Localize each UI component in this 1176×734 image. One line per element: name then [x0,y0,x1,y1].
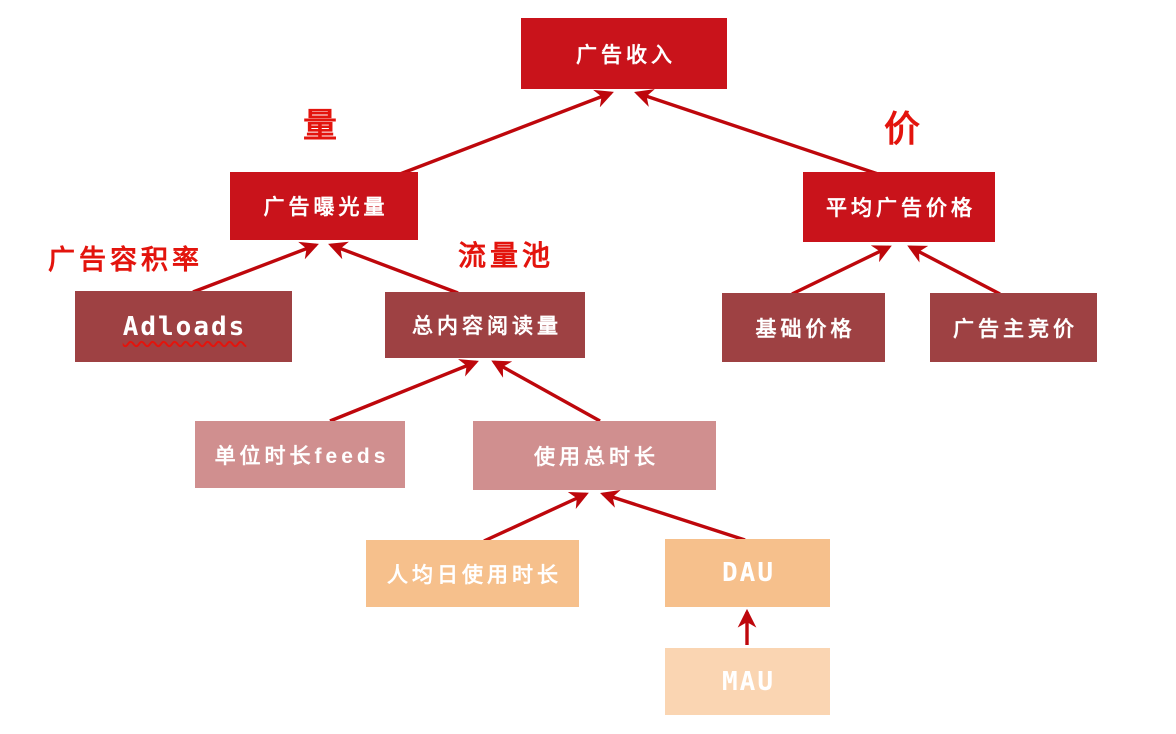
node-base-price: 基础价格 [722,293,885,362]
edge-label-volume: 量 [303,107,341,145]
node-daily-usage-per-user: 人均日使用时长 [366,540,579,607]
connector-usage-time-to-total-content-reads [491,360,601,423]
connector-ad-impressions-to-ad-revenue [399,89,614,176]
node-avg-ad-price: 平均广告价格 [803,172,995,242]
edge-label-ad-load-ratio: 广告容积率 [48,245,203,275]
connector-adloads-to-ad-impressions [192,241,319,294]
edge-label-price: 价 [884,108,925,149]
connector-daily-usage-to-usage-time [483,492,589,543]
connector-total-content-reads-to-ad-impressions [328,241,459,295]
connector-dau-to-usage-time [600,489,746,542]
node-ad-impressions: 广告曝光量 [230,172,418,240]
connector-base-price-to-avg-ad-price [791,245,892,296]
connector-advertiser-bid-to-avg-ad-price [907,245,1001,296]
connector-avg-ad-price-to-ad-revenue [634,89,879,176]
node-total-usage-time: 使用总时长 [473,421,716,490]
node-adloads: Adloads [75,291,292,362]
node-advertiser-bid: 广告主竞价 [930,293,1097,362]
node-ad-revenue: 广告收入 [521,18,727,89]
node-mau: MAU [665,648,830,715]
node-adloads-label: Adloads [122,311,247,342]
connector-feeds-to-total-content-reads [329,359,479,423]
node-dau: DAU [665,539,830,607]
node-feeds-per-unit-time: 单位时长feeds [195,421,405,488]
edge-label-traffic-pool: 流量池 [458,240,555,271]
node-total-content-reads: 总内容阅读量 [385,292,585,358]
